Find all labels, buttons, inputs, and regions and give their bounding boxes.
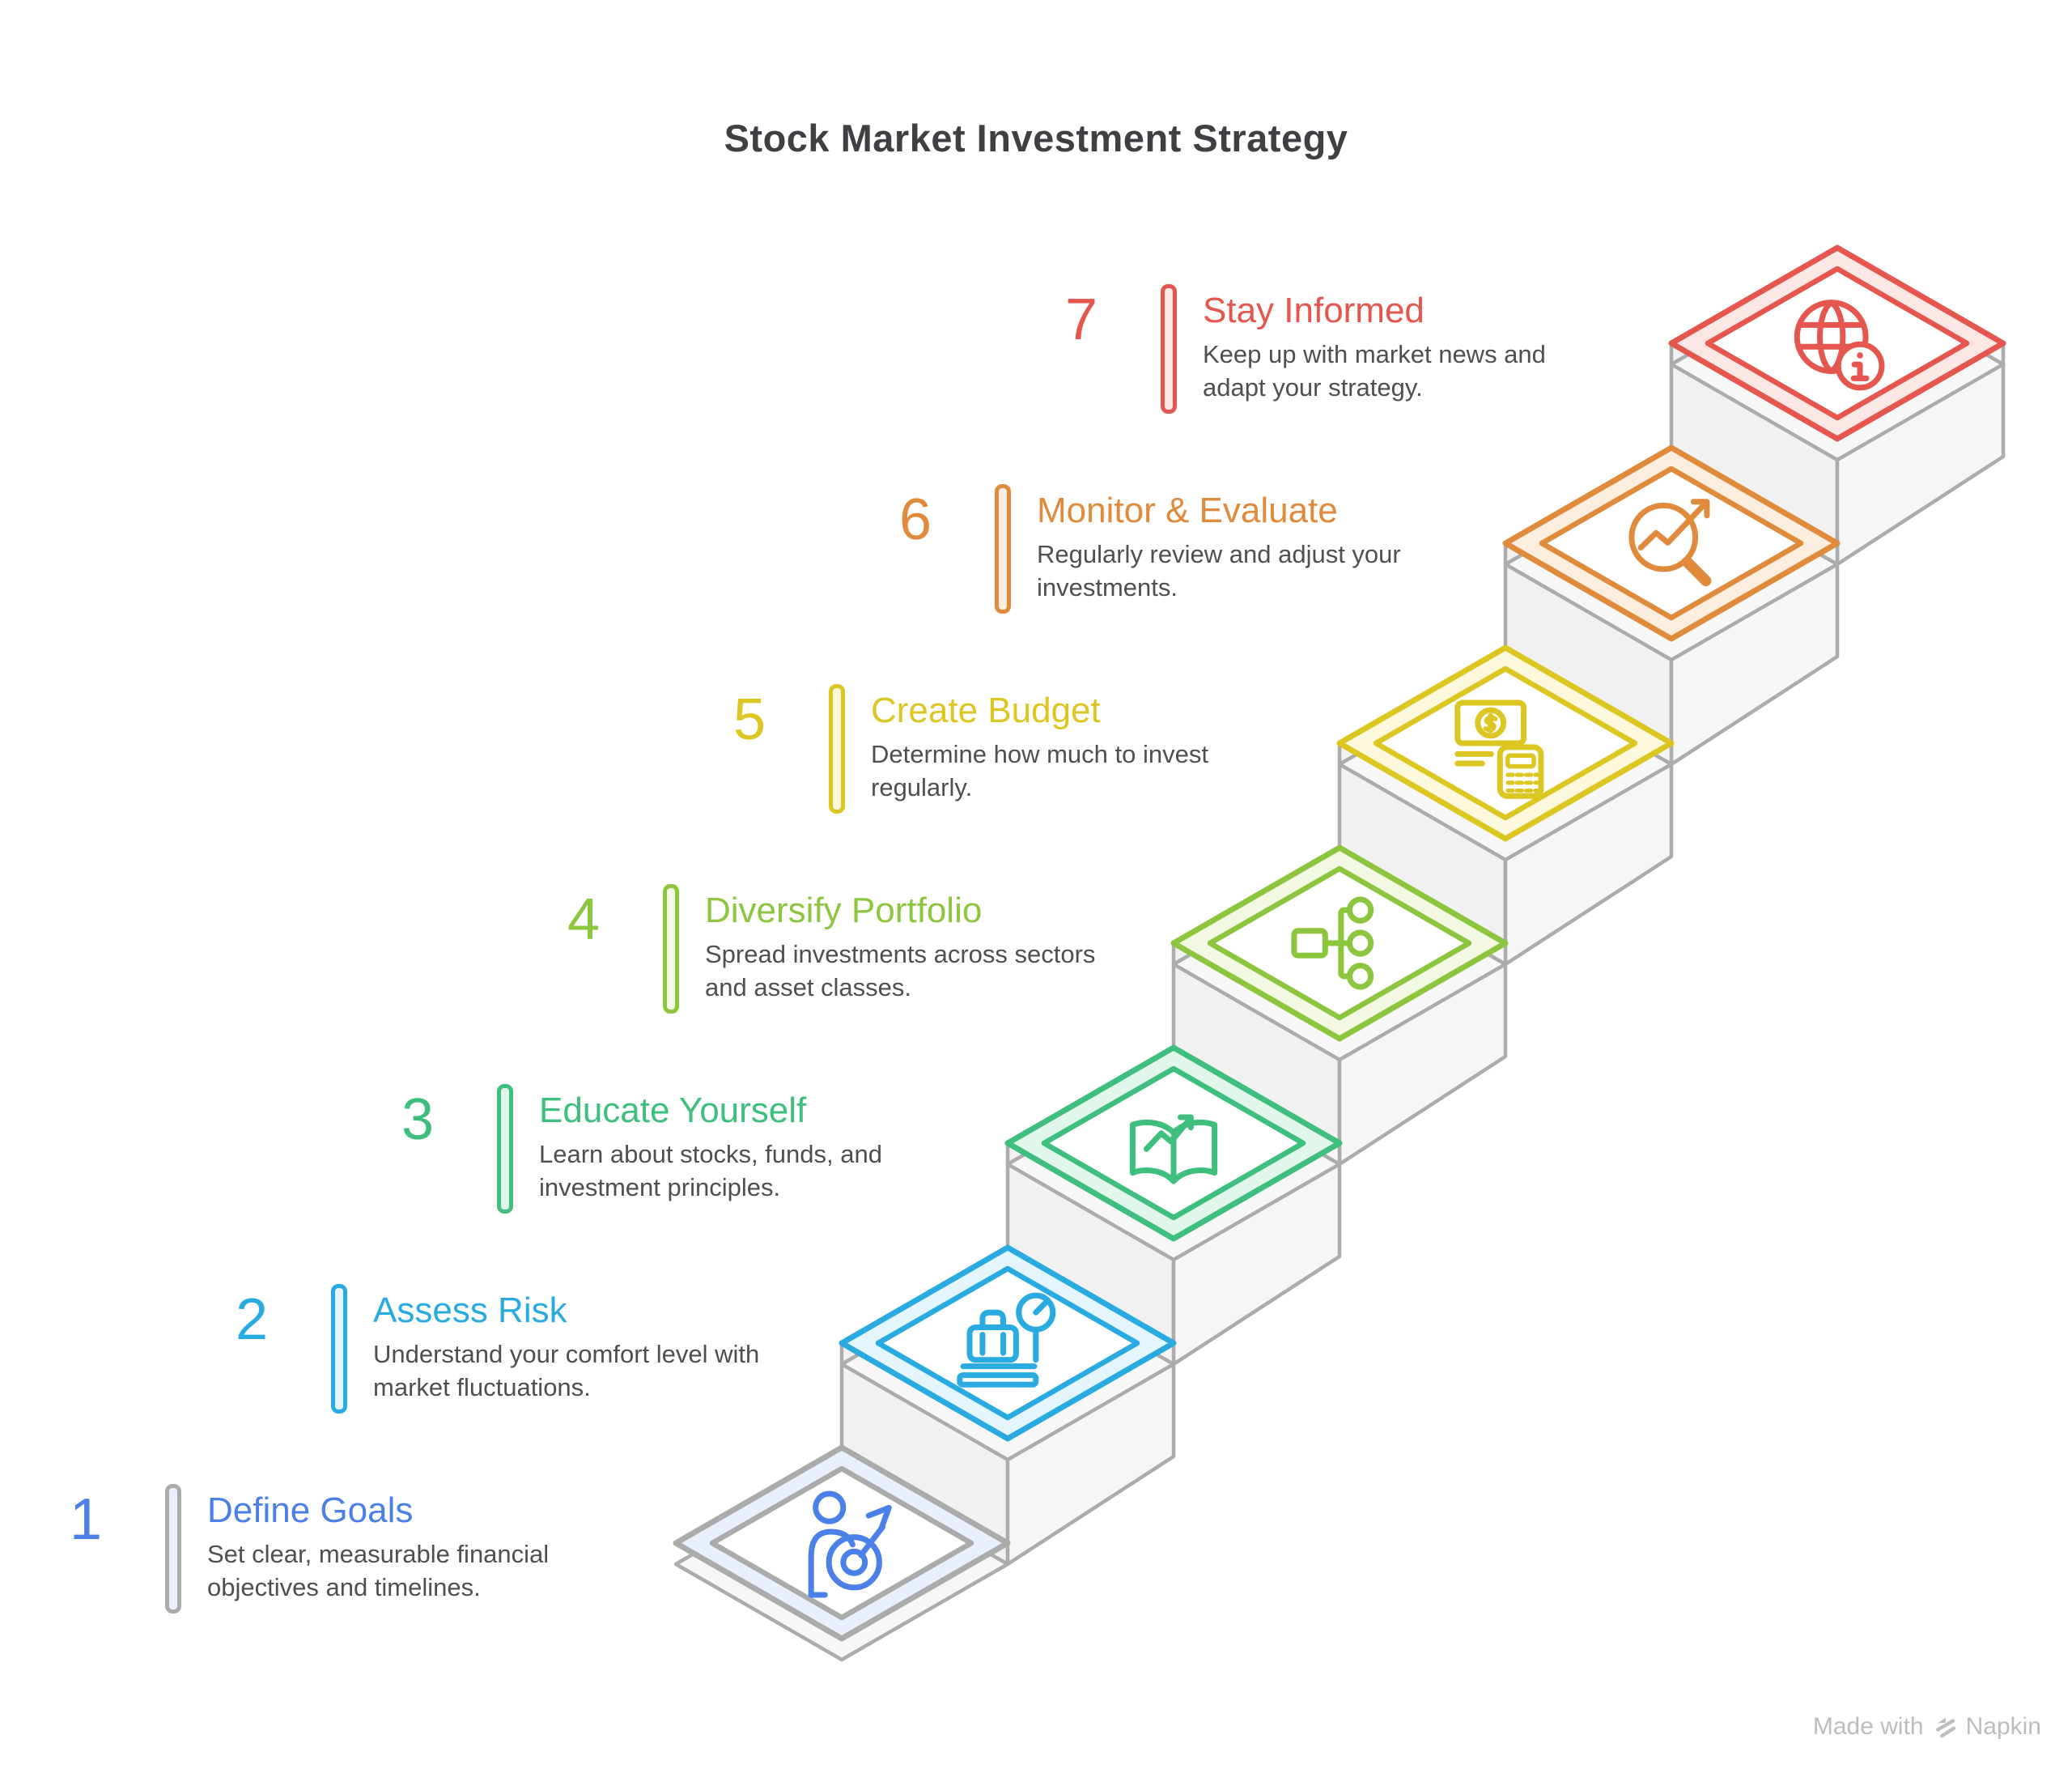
luggage-scale-icon bbox=[957, 1292, 1056, 1388]
step-2-platform bbox=[839, 1244, 1177, 1567]
diversify-tree-icon bbox=[1291, 896, 1374, 990]
step-5-platform bbox=[1336, 644, 1675, 967]
person-target-icon bbox=[808, 1490, 892, 1598]
step-1-platform bbox=[673, 1444, 1011, 1662]
magnifier-trend-icon bbox=[1628, 499, 1712, 587]
page-title: Stock Market Investment Strategy bbox=[724, 117, 1348, 160]
cash-calculator-icon bbox=[1454, 699, 1544, 799]
book-growth-icon bbox=[1129, 1114, 1218, 1184]
watermark-prefix: Made with bbox=[1812, 1713, 1924, 1740]
step-3-platform bbox=[1004, 1044, 1343, 1367]
step-6-platform bbox=[1502, 444, 1841, 767]
step-4-platform bbox=[1170, 844, 1509, 1167]
step-7-platform bbox=[1668, 244, 2006, 567]
globe-info-icon bbox=[1794, 300, 1885, 391]
watermark: Made with Napkin bbox=[1813, 1713, 2041, 1741]
napkin-logo-icon bbox=[1935, 1717, 1955, 1738]
watermark-brand: Napkin bbox=[1965, 1713, 2041, 1740]
